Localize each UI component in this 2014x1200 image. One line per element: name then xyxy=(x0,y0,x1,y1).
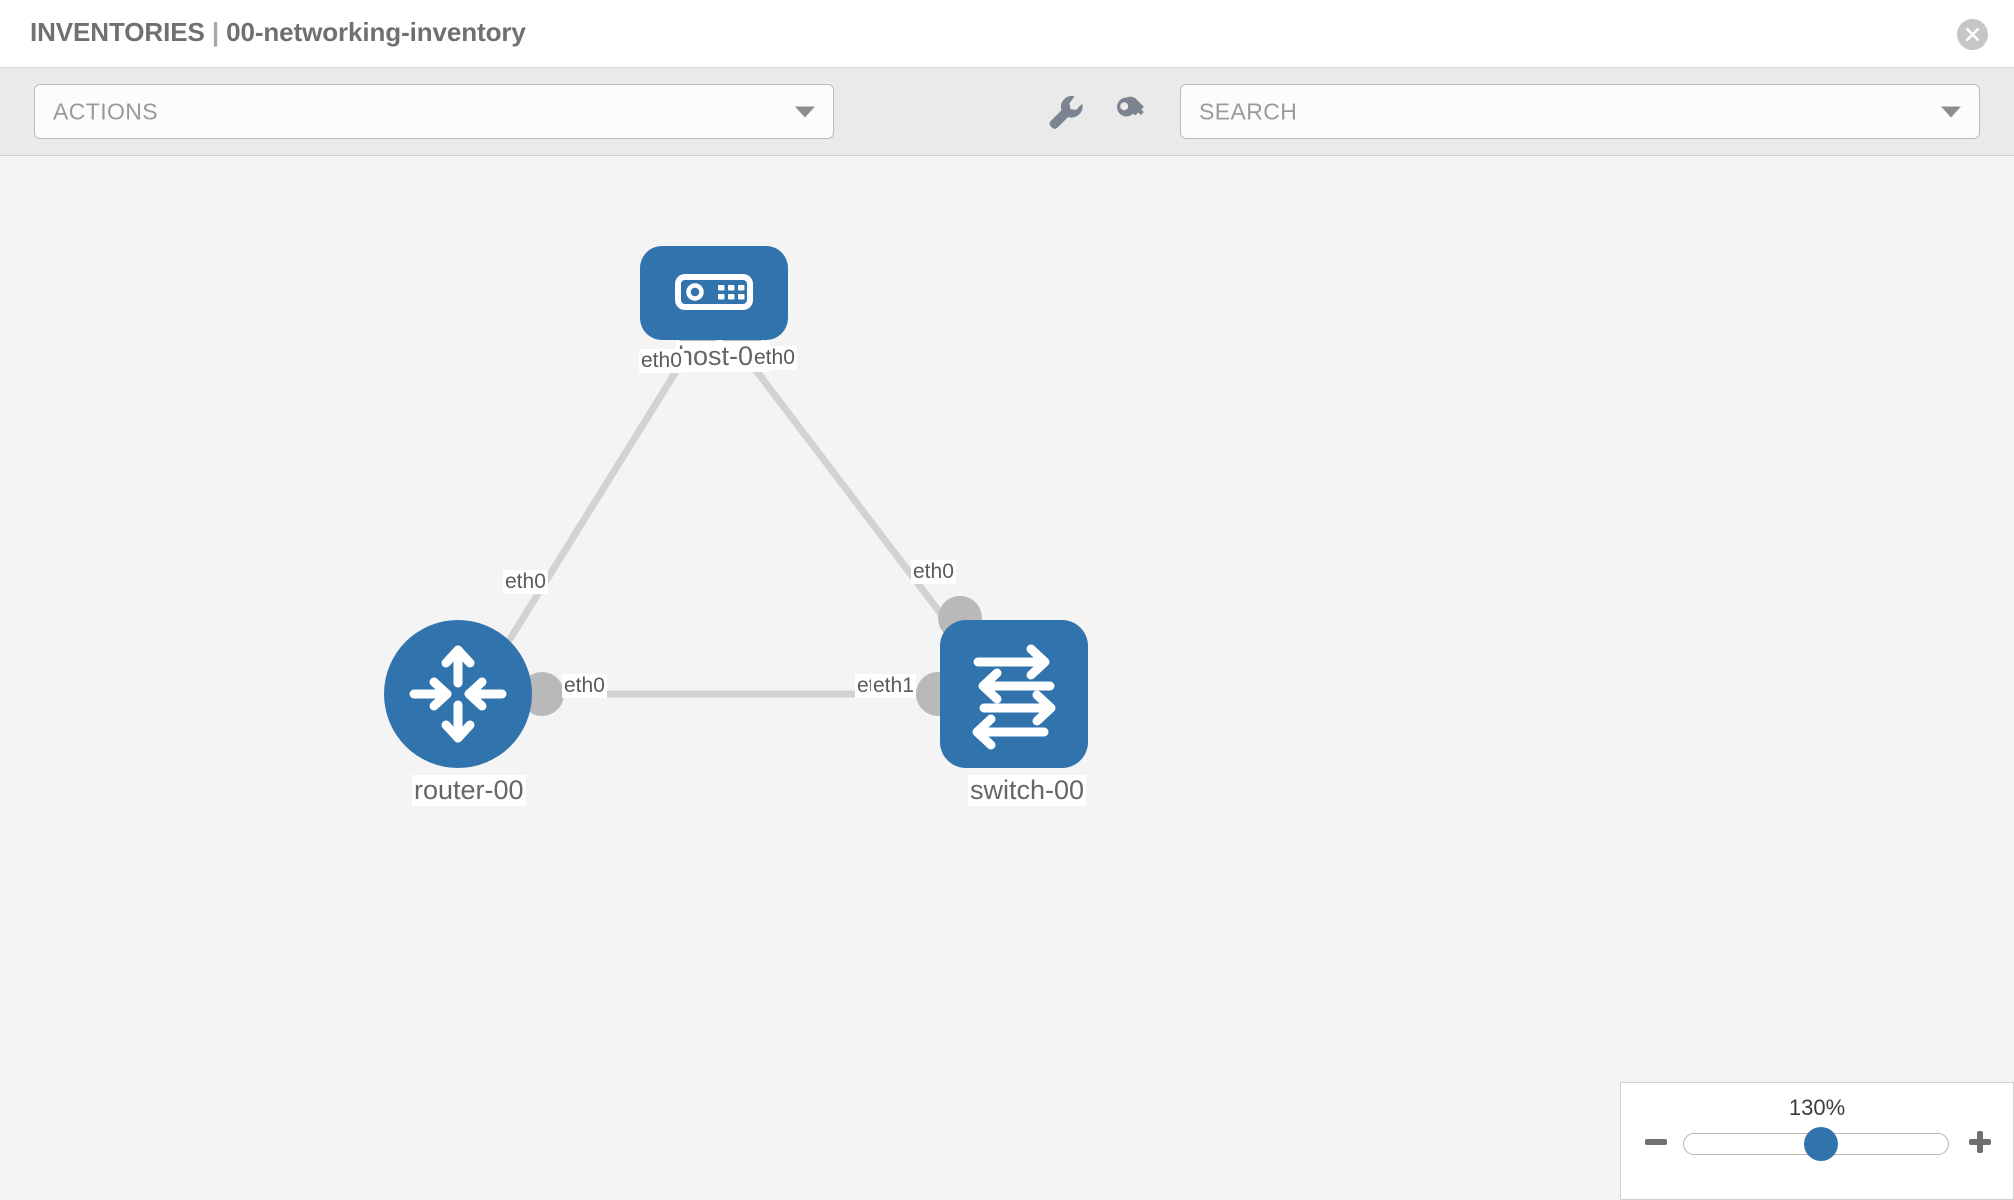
edge-label-host00-router00-near: eth0 xyxy=(639,349,684,374)
search-input-placeholder: SEARCH xyxy=(1199,98,1298,124)
toolbar: ACTIONS SEARCH xyxy=(0,68,2014,156)
switch-arrows-icon xyxy=(972,644,1056,750)
router-node-shape xyxy=(384,620,532,768)
search-dropdown[interactable]: SEARCH xyxy=(1180,84,1980,139)
chevron-down-icon xyxy=(795,106,815,117)
topology-node-router-00[interactable] xyxy=(384,620,532,768)
edge-label-router00-host00-far: eth0 xyxy=(503,570,548,595)
zoom-slider-thumb[interactable] xyxy=(1803,1127,1838,1161)
zoom-level-value: 130% xyxy=(1788,1095,1846,1120)
plus-icon[interactable] xyxy=(1967,1129,1993,1155)
edge-label-router00-switch00-right: eth1 xyxy=(871,674,916,699)
topology-node-host-00[interactable] xyxy=(640,246,788,340)
breadcrumb-separator: | xyxy=(211,17,219,47)
page-header: INVENTORIES | 00-networking-inventory xyxy=(0,0,2014,68)
router-four-arrows-icon xyxy=(409,645,507,743)
edge-label-switch00-host00-far: eth0 xyxy=(911,560,956,585)
breadcrumb: INVENTORIES | 00-networking-inventory xyxy=(30,17,526,48)
zoom-slider-track[interactable] xyxy=(1683,1127,1949,1161)
wrench-icon[interactable] xyxy=(1042,90,1086,134)
link-host00-switch00 xyxy=(738,348,964,643)
node-label-switch-00: switch-00 xyxy=(968,775,1087,807)
edge-label-host00-switch00-near: eth0 xyxy=(752,346,797,371)
chevron-down-icon xyxy=(1941,106,1961,117)
minus-icon[interactable] xyxy=(1643,1129,1669,1155)
edge-label-router00-switch00-left: eth0 xyxy=(562,674,607,699)
breadcrumb-current: 00-networking-inventory xyxy=(226,17,526,47)
switch-node-shape xyxy=(940,620,1088,768)
close-icon[interactable] xyxy=(1957,19,1988,50)
key-icon[interactable] xyxy=(1110,90,1154,134)
actions-dropdown-label: ACTIONS xyxy=(53,98,159,124)
host-node-shape xyxy=(640,246,788,340)
actions-dropdown[interactable]: ACTIONS xyxy=(34,84,834,139)
link-host00-router00 xyxy=(506,348,692,643)
breadcrumb-root[interactable]: INVENTORIES xyxy=(30,17,205,47)
zoom-control-panel: 130% xyxy=(1620,1082,2014,1200)
topology-node-switch-00[interactable] xyxy=(940,620,1088,768)
node-label-router-00: router-00 xyxy=(412,775,526,807)
server-appliance-icon xyxy=(675,274,753,310)
topology-canvas[interactable]: host-00 xyxy=(0,156,2014,1200)
